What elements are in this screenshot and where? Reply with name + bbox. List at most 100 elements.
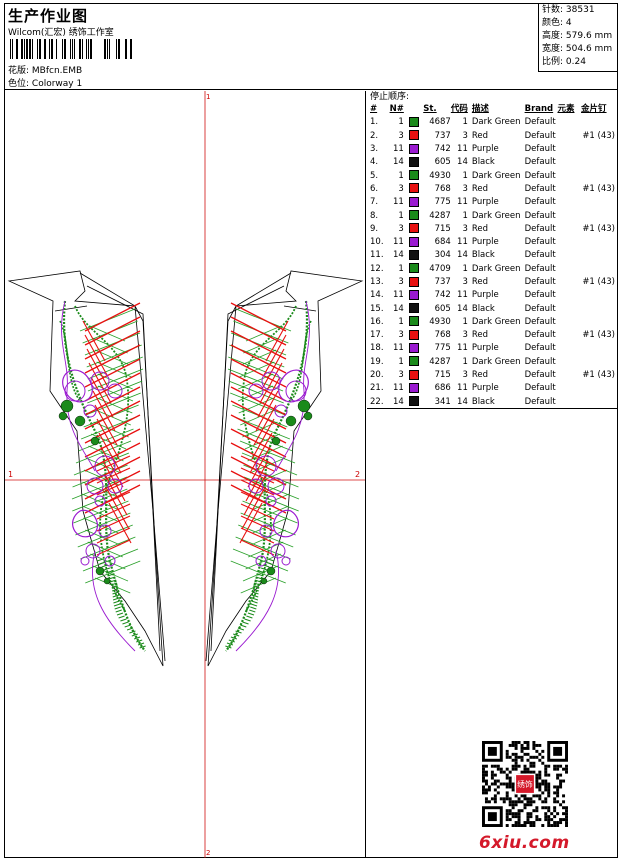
- left-stitch-pattern: [58, 300, 146, 652]
- row-swatch: [404, 396, 423, 409]
- row-needle: 11: [393, 343, 404, 354]
- row-num: 2.: [370, 130, 379, 141]
- row-num: 10.: [370, 237, 384, 248]
- row-sequin: [581, 263, 617, 276]
- row-code: 11: [457, 383, 468, 394]
- color-swatch: [408, 170, 419, 181]
- row-swatch: [404, 382, 423, 395]
- row-element: [557, 263, 581, 276]
- row-swatch: [404, 302, 423, 315]
- row-desc: Black: [471, 250, 495, 261]
- stat-colors: 颜色: 4: [542, 18, 572, 28]
- qr-seal-text: 绣饰: [517, 779, 533, 789]
- row-desc: Red: [471, 183, 489, 194]
- table-header-row: # N# St. 代码 描述 Brand 元素 金片钉: [367, 103, 617, 116]
- color-swatch: [408, 156, 419, 167]
- row-sequin: [581, 342, 617, 355]
- row-code: 3: [462, 370, 468, 381]
- row-desc: Dark Green: [471, 170, 521, 181]
- colorway-label: 色位:: [8, 79, 30, 89]
- color-swatch: [408, 183, 419, 194]
- col-desc: 描述: [471, 104, 489, 115]
- row-desc: Black: [471, 303, 495, 314]
- row-element: [557, 302, 581, 315]
- row-needle: 11: [393, 383, 404, 394]
- row-num: 22.: [370, 396, 384, 407]
- row-sequin: [581, 196, 617, 209]
- col-brand: Brand: [524, 104, 554, 115]
- row-stitches: 775: [434, 343, 451, 354]
- row-element: [557, 382, 581, 395]
- row-desc: Red: [471, 277, 489, 287]
- design-file-line: 花版: MBfcn.EMB: [8, 63, 82, 76]
- row-stitches: 775: [434, 197, 451, 208]
- row-desc: Red: [471, 370, 489, 381]
- qr-code: 绣饰: [482, 741, 568, 827]
- row-sequin: #1 (43): [582, 277, 615, 287]
- row-num: 7.: [370, 197, 379, 208]
- right-stitch-pattern: [225, 300, 313, 652]
- design-file-label: 花版:: [8, 66, 30, 76]
- row-stitches: 742: [434, 290, 451, 301]
- row-code: 11: [457, 237, 468, 248]
- col-code: 代码: [450, 104, 468, 115]
- row-code: 1: [462, 210, 468, 221]
- row-swatch: [404, 183, 423, 196]
- row-brand: Default: [524, 370, 556, 381]
- row-swatch: [404, 169, 423, 182]
- row-element: [557, 183, 581, 196]
- row-swatch: [404, 369, 423, 382]
- row-needle: 3: [398, 370, 404, 381]
- row-needle: 1: [398, 170, 404, 181]
- barcode: [10, 39, 132, 59]
- row-needle: 11: [393, 197, 404, 208]
- row-swatch: [404, 289, 423, 302]
- col-num: #: [370, 104, 378, 115]
- row-sequin: [581, 143, 617, 156]
- row-element: [557, 130, 581, 143]
- row-needle: 1: [398, 263, 404, 274]
- row-stitches: 768: [434, 330, 451, 341]
- row-brand: Default: [524, 330, 556, 341]
- row-needle: 1: [398, 117, 404, 128]
- row-swatch: [404, 276, 423, 289]
- row-sequin: [581, 396, 617, 409]
- stats-box: 针数: 38531 颜色: 4 高度: 579.6 mm 宽度: 504.6 m…: [538, 4, 617, 72]
- stat-height: 高度: 579.6 mm: [542, 31, 613, 41]
- row-code: 3: [462, 130, 468, 141]
- row-needle: 3: [398, 223, 404, 234]
- color-swatch: [408, 356, 419, 367]
- stop-sequence-title: 停止顺序:: [370, 92, 410, 102]
- color-swatch: [408, 276, 419, 287]
- color-swatch: [408, 263, 419, 274]
- row-swatch: [404, 130, 423, 143]
- row-swatch: [404, 156, 423, 169]
- row-brand: Default: [524, 130, 556, 141]
- row-swatch: [404, 196, 423, 209]
- row-num: 4.: [370, 157, 379, 168]
- row-desc: Purple: [471, 237, 499, 248]
- col-element: 元素: [557, 104, 575, 115]
- color-swatch: [408, 342, 419, 353]
- col-swatch: [404, 103, 423, 116]
- row-sequin: #1 (43): [582, 370, 615, 381]
- row-brand: Default: [524, 157, 556, 168]
- row-sequin: #1 (43): [582, 330, 615, 341]
- row-sequin: [581, 169, 617, 182]
- stat-stitches: 针数: 38531: [542, 5, 595, 15]
- row-desc: Dark Green: [471, 263, 521, 274]
- row-brand: Default: [524, 263, 556, 274]
- row-swatch: [404, 209, 423, 222]
- row-brand: Default: [524, 316, 556, 327]
- row-element: [557, 356, 581, 369]
